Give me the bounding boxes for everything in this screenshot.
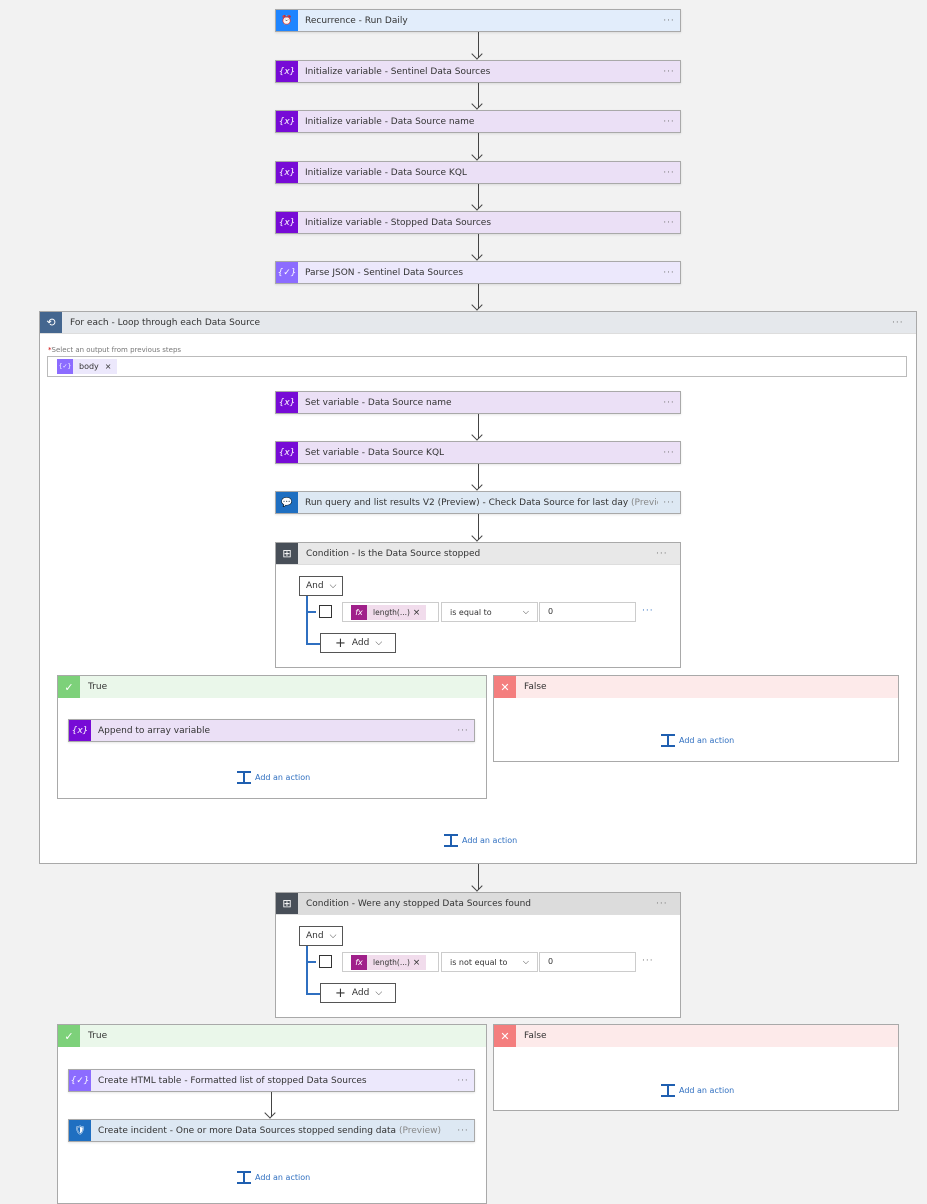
more-options-button[interactable]: ··· xyxy=(892,317,904,328)
more-options-button[interactable]: ··· xyxy=(663,447,675,458)
more-options-button[interactable]: ··· xyxy=(457,1075,469,1086)
chevron-down-icon: ⌵ xyxy=(522,607,529,616)
more-options-button[interactable]: ··· xyxy=(663,66,675,77)
variable-icon: {x} xyxy=(276,212,298,233)
init-variable-step[interactable]: {x}Initialize variable - Data Source nam… xyxy=(275,110,681,133)
chevron-down-icon: ⌵ xyxy=(522,957,529,966)
variable-icon: {x} xyxy=(276,61,298,82)
more-options-button[interactable]: ··· xyxy=(457,1125,469,1136)
add-action-icon xyxy=(237,771,251,784)
parse-json-icon: {✓} xyxy=(276,262,298,283)
variable-icon: {x} xyxy=(276,442,298,463)
add-action-button[interactable]: Add an action xyxy=(237,771,310,784)
and-dropdown[interactable]: And⌵ xyxy=(299,926,343,946)
add-action-button[interactable]: Add an action xyxy=(237,1171,310,1184)
add-action-button[interactable]: Add an action xyxy=(661,1084,734,1097)
true-branch-header[interactable]: ✓True xyxy=(58,1025,486,1047)
add-action-icon xyxy=(237,1171,251,1184)
row-more-button[interactable]: ··· xyxy=(642,956,654,966)
remove-token-icon[interactable]: × xyxy=(412,607,421,618)
remove-token-icon[interactable]: × xyxy=(104,362,112,371)
loop-icon: ⟲ xyxy=(40,312,62,333)
row-checkbox[interactable] xyxy=(319,955,332,968)
false-branch-header[interactable]: ✕False xyxy=(494,1025,898,1047)
function-icon: fx xyxy=(351,955,367,970)
more-options-button[interactable]: ··· xyxy=(457,725,469,736)
add-action-icon xyxy=(444,834,458,847)
false-branch: ✕False xyxy=(493,1024,899,1111)
body-token[interactable]: {✓}body× xyxy=(57,359,117,374)
check-icon: ✓ xyxy=(58,1025,80,1047)
add-action-button[interactable]: Add an action xyxy=(444,834,517,847)
row-checkbox[interactable] xyxy=(319,605,332,618)
foreach-header[interactable]: ⟲For each - Loop through each Data Sourc… xyxy=(40,312,916,334)
condition-icon: ⊞ xyxy=(276,893,298,914)
check-icon: ✓ xyxy=(58,676,80,698)
remove-token-icon[interactable]: × xyxy=(412,957,421,968)
more-options-button[interactable]: ··· xyxy=(663,116,675,127)
append-array-step[interactable]: {x}Append to array variable··· xyxy=(68,719,475,742)
variable-icon: {x} xyxy=(276,162,298,183)
add-action-icon xyxy=(661,1084,675,1097)
close-icon: ✕ xyxy=(494,676,516,698)
field-label: *Select an output from previous steps xyxy=(48,346,182,354)
more-options-button[interactable]: ··· xyxy=(663,267,675,278)
create-html-table-step[interactable]: {✓}Create HTML table - Formatted list of… xyxy=(68,1069,475,1092)
add-action-button[interactable]: Add an action xyxy=(661,734,734,747)
more-options-button[interactable]: ··· xyxy=(656,898,668,909)
add-action-icon xyxy=(661,734,675,747)
parse-json-icon: {✓} xyxy=(57,359,73,374)
run-query-step[interactable]: 💬Run query and list results V2 (Preview)… xyxy=(275,491,681,514)
variable-icon: {x} xyxy=(276,111,298,132)
set-variable-step[interactable]: {x}Set variable - Data Source KQL··· xyxy=(275,441,681,464)
parse-json-step[interactable]: {✓}Parse JSON - Sentinel Data Sources··· xyxy=(275,261,681,284)
sentinel-shield-icon: 🛡 xyxy=(69,1120,91,1141)
more-options-button[interactable]: ··· xyxy=(663,397,675,408)
variable-icon: {x} xyxy=(276,392,298,413)
set-variable-step[interactable]: {x}Set variable - Data Source name··· xyxy=(275,391,681,414)
add-dropdown[interactable]: +Add⌵ xyxy=(320,633,396,653)
add-dropdown[interactable]: +Add⌵ xyxy=(320,983,396,1003)
variable-icon: {x} xyxy=(69,720,91,741)
more-options-button[interactable]: ··· xyxy=(663,15,675,26)
chevron-down-icon: ⌵ xyxy=(375,638,383,648)
function-icon: fx xyxy=(351,605,367,620)
condition-header[interactable]: ⊞Condition - Were any stopped Data Sourc… xyxy=(276,893,680,915)
condition-icon: ⊞ xyxy=(276,543,298,564)
and-dropdown[interactable]: And⌵ xyxy=(299,576,343,596)
close-icon: ✕ xyxy=(494,1025,516,1047)
init-variable-step[interactable]: {x}Initialize variable - Data Source KQL… xyxy=(275,161,681,184)
more-options-button[interactable]: ··· xyxy=(663,217,675,228)
operator-dropdown[interactable]: is equal to⌵ xyxy=(441,602,538,622)
operator-dropdown[interactable]: is not equal to⌵ xyxy=(441,952,538,972)
init-variable-step[interactable]: {x}Initialize variable - Stopped Data So… xyxy=(275,211,681,234)
more-options-button[interactable]: ··· xyxy=(656,548,668,559)
false-branch-header[interactable]: ✕False xyxy=(494,676,898,698)
row-more-button[interactable]: ··· xyxy=(642,606,654,616)
condition-right-operand[interactable]: 0 xyxy=(539,952,636,972)
condition-right-operand[interactable]: 0 xyxy=(539,602,636,622)
log-analytics-icon: 💬 xyxy=(276,492,298,513)
true-branch-header[interactable]: ✓True xyxy=(58,676,486,698)
init-variable-step[interactable]: {x}Initialize variable - Sentinel Data S… xyxy=(275,60,681,83)
chevron-down-icon: ⌵ xyxy=(329,581,337,591)
create-incident-step[interactable]: 🛡Create incident - One or more Data Sour… xyxy=(68,1119,475,1142)
false-branch: ✕False xyxy=(493,675,899,762)
recurrence-step[interactable]: ⏰Recurrence - Run Daily··· xyxy=(275,9,681,32)
condition-header[interactable]: ⊞Condition - Is the Data Source stopped·… xyxy=(276,543,680,565)
more-options-button[interactable]: ··· xyxy=(663,497,675,508)
alarm-clock-icon: ⏰ xyxy=(276,10,298,31)
output-input[interactable]: {✓}body× xyxy=(47,356,907,377)
chevron-down-icon: ⌵ xyxy=(329,931,337,941)
more-options-button[interactable]: ··· xyxy=(663,167,675,178)
data-operations-icon: {✓} xyxy=(69,1070,91,1091)
chevron-down-icon: ⌵ xyxy=(375,988,383,998)
